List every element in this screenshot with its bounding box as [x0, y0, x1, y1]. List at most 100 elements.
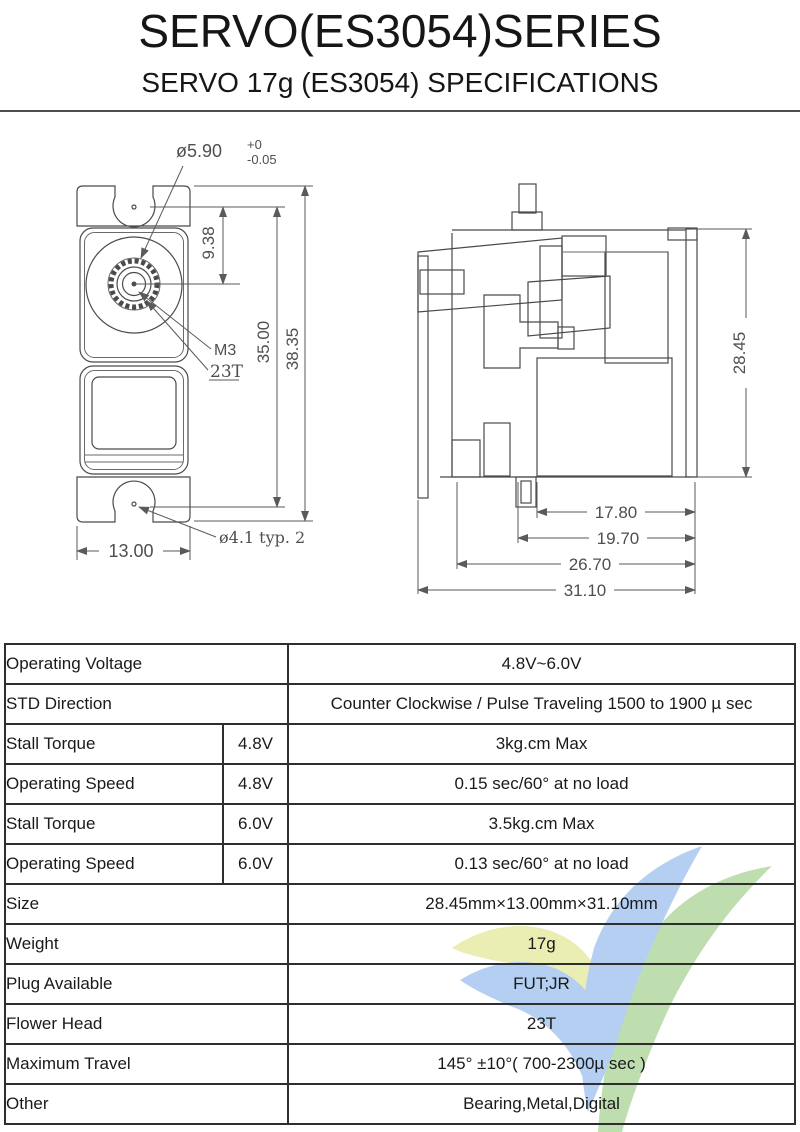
spec-row-label: STD Direction — [3, 683, 290, 725]
spec-row-value: 0.13 sec/60° at no load — [287, 843, 796, 885]
spec-row-label: Operating Voltage — [3, 643, 290, 685]
dim-text-shaft-tol-top: +0 — [247, 137, 262, 152]
front-output-drum — [85, 236, 183, 334]
table-row: Size 28.45mm×13.00mm×31.10mm — [3, 883, 796, 925]
dim-text-shaft-dia: ø5.90 — [176, 141, 222, 161]
dim-text-case-length: 35.00 — [254, 321, 273, 364]
side-gear-stack — [539, 245, 563, 339]
dim-d-textbg — [556, 581, 614, 599]
dim-b-textbg — [589, 529, 647, 547]
side-upper-gear-block — [561, 235, 607, 277]
leader-23t — [146, 300, 209, 371]
spec-row-label: Operating Speed — [4, 763, 224, 805]
dim-width-textbg — [99, 542, 163, 560]
dim-text-total-length: 38.35 — [283, 328, 302, 371]
spec-row-value: FUT;JR — [287, 963, 796, 1005]
table-row: Operating Speed 6.0V 0.13 sec/60° at no … — [4, 843, 796, 885]
document-header: SERVO(ES3054)SERIES SERVO 17g (ES3054) S… — [0, 0, 800, 112]
spec-row-value: 3.5kg.cm Max — [287, 803, 796, 845]
spec-row-label: Other — [3, 1083, 290, 1125]
leader-shaft-dia — [140, 165, 184, 259]
side-view-dimensions: 28.45 17.80 19.70 26.70 31.10 — [417, 228, 755, 600]
front-upper-case-inner — [84, 232, 184, 358]
spec-row-voltage: 6.0V — [221, 843, 290, 885]
label-screw-m3: M3 — [214, 342, 236, 359]
spec-row-voltage: 6.0V — [221, 803, 290, 845]
dim-c-textbg — [561, 555, 619, 573]
side-bottom-stub-core — [520, 480, 532, 504]
page-subtitle: SERVO 17g (ES3054) SPECIFICATIONS — [141, 67, 659, 98]
dim-text-width: 13.00 — [108, 541, 153, 561]
side-bearing-block — [557, 326, 575, 350]
table-row: Stall Torque 6.0V 3.5kg.cm Max — [4, 803, 796, 845]
spec-row-label: Stall Torque — [4, 723, 224, 765]
dim-text-center-offset: 9.38 — [199, 226, 218, 259]
side-lower-gear-a — [451, 439, 481, 478]
spec-row-voltage: 4.8V — [221, 723, 290, 765]
front-view-dimensions: 9.38 35.00 38.35 ø5.90 +0 -0.05 M3 23T ø… — [76, 137, 313, 561]
spec-row-label: Plug Available — [3, 963, 290, 1005]
dim-text-b: 19.70 — [597, 529, 640, 548]
side-motor-section — [536, 357, 673, 477]
page-title: SERVO(ES3054)SERIES — [138, 5, 662, 57]
spec-row-label: Size — [3, 883, 290, 925]
spec-row-label: Weight — [3, 923, 290, 965]
front-lower-window — [91, 376, 177, 450]
side-output-shaft — [518, 183, 537, 214]
spec-row-value: 17g — [287, 923, 796, 965]
spec-row-value: 0.15 sec/60° at no load — [287, 763, 796, 805]
table-row: Stall Torque 4.8V 3kg.cm Max — [4, 723, 796, 765]
leader-m3 — [138, 291, 212, 350]
side-shaft-collar — [511, 211, 543, 231]
dim-text-mount-hole: ø4.1 typ. 2 — [219, 528, 305, 547]
header-divider — [0, 110, 800, 112]
dim-text-d: 31.10 — [564, 581, 607, 600]
specifications-table: Operating Voltage 4.8V~6.0V STD Directio… — [3, 643, 796, 1125]
table-row: Operating Voltage 4.8V~6.0V — [3, 643, 796, 685]
side-cavity — [604, 251, 669, 364]
front-lower-case-inner — [84, 370, 184, 470]
technical-drawing: 9.38 35.00 38.35 ø5.90 +0 -0.05 M3 23T ø… — [76, 137, 755, 600]
table-row: Plug Available FUT;JR — [3, 963, 796, 1005]
front-top-hole-center — [131, 204, 137, 210]
front-lower-case — [79, 365, 189, 475]
side-back-cover — [685, 228, 698, 478]
table-row: Maximum Travel 145° ±10°( 700-2300µ sec … — [3, 1043, 796, 1085]
spec-row-value: 28.45mm×13.00mm×31.10mm — [287, 883, 796, 925]
spec-row-label: Maximum Travel — [3, 1043, 290, 1085]
servo-side-section-view — [417, 183, 698, 508]
spec-row-label: Operating Speed — [4, 843, 224, 885]
spec-row-label: Flower Head — [3, 1003, 290, 1045]
spec-row-value: 23T — [287, 1003, 796, 1045]
label-spline-23t: 23T — [210, 362, 244, 382]
spec-row-value: 145° ±10°( 700-2300µ sec ) — [287, 1043, 796, 1085]
spec-row-value: 4.8V~6.0V — [287, 643, 796, 685]
table-row: Other Bearing,Metal,Digital — [3, 1083, 796, 1125]
table-row: Flower Head 23T — [3, 1003, 796, 1045]
spec-row-value: 3kg.cm Max — [287, 723, 796, 765]
side-horn-window — [419, 269, 465, 295]
spec-row-voltage: 4.8V — [221, 763, 290, 805]
leader-mount-hole — [138, 506, 217, 538]
side-lower-gear-b — [483, 422, 511, 477]
table-row: Weight 17g — [3, 923, 796, 965]
spec-row-value: Counter Clockwise / Pulse Traveling 1500… — [287, 683, 796, 725]
table-row: STD Direction Counter Clockwise / Pulse … — [3, 683, 796, 725]
front-bottom-tab-outline — [76, 476, 191, 523]
front-top-tab-outline — [76, 185, 191, 228]
side-mid-gear-section — [527, 275, 611, 337]
front-upper-case — [79, 227, 189, 363]
front-bottom-hole-center — [131, 501, 137, 507]
spec-row-value: Bearing,Metal,Digital — [287, 1083, 796, 1125]
dim-text-a: 17.80 — [595, 503, 638, 522]
spec-row-label: Stall Torque — [4, 803, 224, 845]
dim-a-textbg — [587, 503, 645, 521]
side-bottom-stub — [515, 476, 537, 508]
dim-text-c: 26.70 — [569, 555, 612, 574]
servo-front-view — [76, 185, 191, 523]
dim-text-height: 28.45 — [730, 332, 749, 375]
dim-text-shaft-tol-bottom: -0.05 — [247, 152, 277, 167]
dim-height-textbg — [736, 318, 755, 388]
table-row: Operating Speed 4.8V 0.15 sec/60° at no … — [4, 763, 796, 805]
side-mount-flange — [417, 255, 429, 499]
